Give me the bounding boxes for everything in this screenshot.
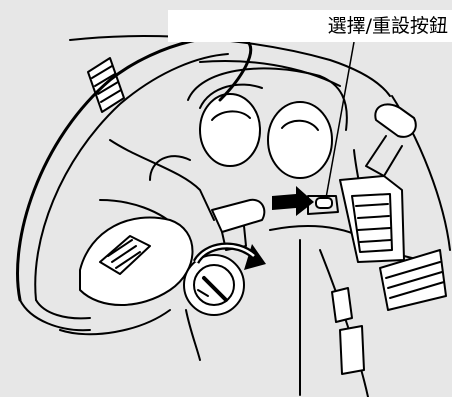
- wiper-stalk: [211, 198, 266, 251]
- gear-shift-lever: [339, 103, 417, 263]
- callout-box: 選擇/重設按鈕: [168, 10, 452, 42]
- instrument-cluster: [187, 67, 348, 179]
- select-reset-button-label: 選擇/重設按鈕: [327, 15, 448, 37]
- gauge-right: [267, 101, 333, 179]
- horn-pad: [99, 235, 151, 275]
- callout-leader-line: [325, 41, 355, 199]
- gauge-left: [199, 93, 261, 167]
- ignition-switch: [183, 254, 245, 361]
- right-air-vent: [379, 249, 447, 311]
- rotation-arrow: [192, 242, 266, 270]
- direction-arrow: [272, 186, 314, 216]
- lower-console: [331, 287, 365, 375]
- steering-wheel: [16, 34, 253, 336]
- select-reset-knob: [307, 195, 339, 215]
